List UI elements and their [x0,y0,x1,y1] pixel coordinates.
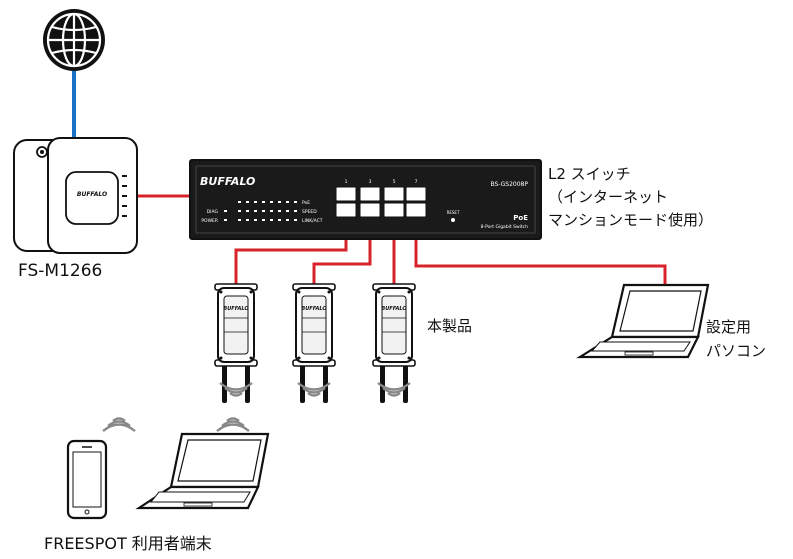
switch-model: BS-GS2008P [490,181,528,188]
setup-pc-label: 設定用 パソコン [706,315,766,363]
port-number-7: 7 [415,179,418,185]
switch-reset-label: RESET [447,210,460,215]
setup-pc-label-line-2: パソコン [706,342,767,360]
client-laptop-icon [135,432,270,510]
router-device: BUFFALO [13,137,138,254]
port-number-5: 5 [393,179,396,185]
globe-icon [43,9,105,71]
switch-led-label-diag: DIAG [207,209,219,215]
l2-switch-device: BUFFALO BS-GS2008P PoE 8-Port Gigabit Sw… [189,159,542,240]
ap2-brand-logo: BUFFALO [301,306,327,312]
port-number-1: 1 [345,179,348,185]
switch-led-grid [224,201,297,221]
l2-switch-label-line-3: マンションモード使用） [548,211,714,229]
l2-switch-label: L2 スイッチ （インターネット マンションモード使用） [548,163,713,232]
switch-led-label-power: POWER [201,218,218,224]
switch-poe-badge: PoE [513,214,528,222]
setup-laptop-icon [576,283,710,359]
router-label: FS-M1266 [18,261,103,281]
ap3-brand-logo: BUFFALO [381,306,407,312]
wifi-icon [215,417,251,433]
switch-brand-logo: BUFFALO [200,175,255,188]
pc-cable [414,216,667,285]
switch-subtitle: 8-Port Gigabit Switch [481,224,529,230]
smartphone-icon [66,439,108,520]
switch-led-label-poe: PoE [302,200,310,206]
clients-label: FREESPOT 利用者端末 [44,534,212,553]
switch-led-label-speed: SPEED [302,209,317,215]
router-brand-logo: BUFFALO [77,191,107,198]
port-number-3: 3 [369,179,372,185]
access-point-1: BUFFALO [214,283,258,404]
ap1-brand-logo: BUFFALO [223,306,249,312]
reset-button [451,218,455,222]
access-point-3: BUFFALO [372,283,416,404]
wifi-icon [101,417,137,433]
access-point-2: BUFFALO [292,283,336,404]
setup-pc-label-line-1: 設定用 [706,318,752,336]
switch-led-label-link: LINK/ACT [302,218,323,224]
access-point-label: 本製品 [427,317,473,335]
l2-switch-label-line-1: L2 スイッチ [548,165,631,183]
l2-switch-label-line-2: （インターネット [548,188,669,206]
switch-ports [335,186,427,218]
router-led-column [122,175,127,217]
